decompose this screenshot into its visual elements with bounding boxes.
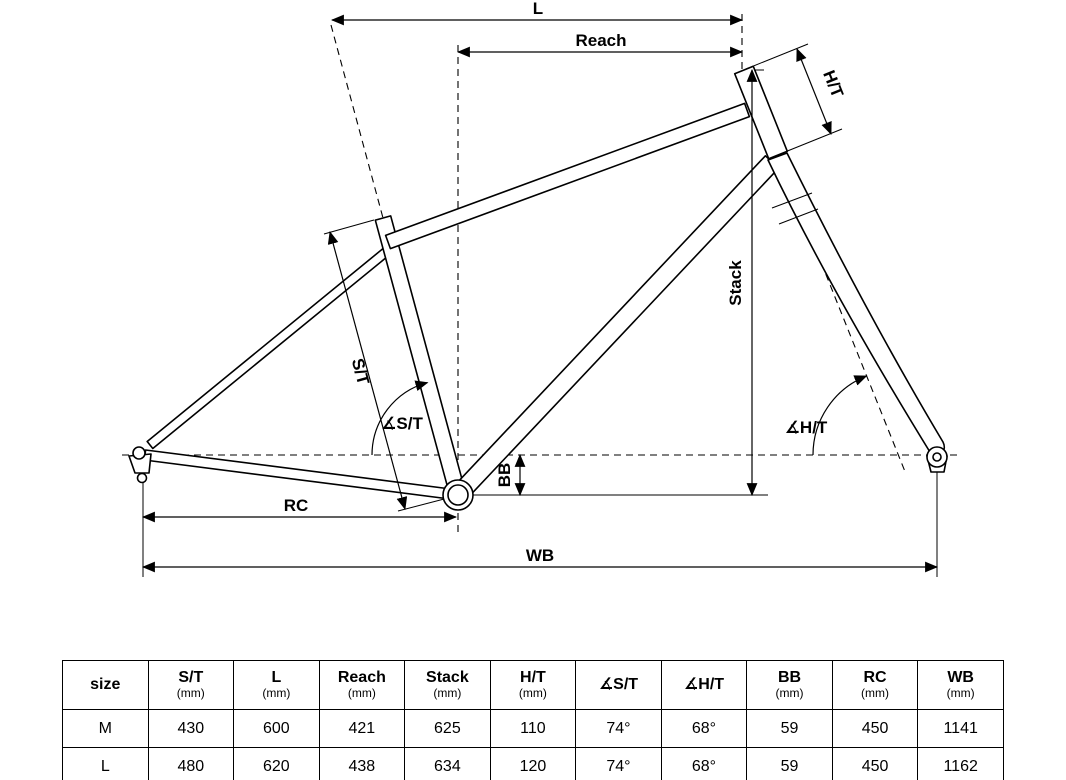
dimension-lines — [141, 14, 939, 573]
cell-rc: 450 — [831, 709, 919, 748]
fork-crown-line-2 — [778, 208, 819, 225]
dim-ht-line — [796, 47, 832, 136]
col-label: ∡S/T — [598, 675, 639, 693]
st-bottom-extension-line — [397, 497, 449, 512]
table-row-size-m: M 430 600 421 625 110 74° 68° 59 450 114… — [62, 709, 1004, 748]
col-label: BB — [777, 668, 802, 686]
cell-ht: 110 — [489, 709, 577, 748]
col-label: Stack — [426, 668, 469, 686]
cell-stack: 634 — [404, 747, 491, 780]
col-unit: (mm) — [262, 686, 291, 701]
col-label: L — [271, 668, 282, 686]
col-header-st: S/T(mm) — [147, 660, 235, 710]
label-stack: Stack — [726, 260, 745, 306]
label-bb: BB — [495, 463, 514, 488]
col-header-angle-ht: ∡H/T — [660, 660, 748, 710]
cell-l: 620 — [233, 747, 320, 780]
cell-angle-st: 74° — [575, 747, 662, 780]
bike-geometry-diagram: L Reach H/T Stack S/T ∡S/T BB RC WB ∡H/T — [122, 0, 958, 577]
label-rc: RC — [284, 496, 309, 515]
cell-rc: 450 — [831, 747, 919, 780]
fork-blade — [767, 152, 946, 459]
seat-tube-axis-dashed-line — [330, 24, 384, 219]
col-label: ∡H/T — [683, 675, 725, 693]
cell-ht: 120 — [489, 747, 577, 780]
seat-stay — [146, 242, 396, 450]
cell-reach: 438 — [318, 747, 406, 780]
cell-size: L — [62, 747, 149, 780]
label-st: S/T — [348, 356, 373, 387]
col-unit: (mm) — [775, 686, 804, 701]
top-tube — [384, 102, 751, 250]
col-label: RC — [863, 668, 887, 686]
col-unit: (mm) — [176, 686, 205, 701]
col-unit: (mm) — [946, 686, 975, 701]
st-top-extension-line — [323, 219, 375, 235]
ht-top-extension-line — [745, 43, 809, 70]
rear-dropout-axle — [132, 446, 146, 460]
label-angle-st: ∡S/T — [381, 414, 423, 433]
col-header-rc: RC(mm) — [831, 660, 919, 710]
col-unit: (mm) — [518, 686, 547, 701]
label-wb: WB — [526, 546, 554, 565]
col-label: WB — [947, 668, 974, 686]
geometry-table: size S/T(mm) L(mm) Reach(mm) Stack(mm) H… — [62, 660, 1004, 780]
col-header-ht: H/T(mm) — [489, 660, 577, 710]
cell-l: 600 — [233, 709, 320, 748]
col-header-size: size — [62, 660, 149, 710]
chain-stay — [143, 449, 460, 501]
front-axle-inner — [932, 452, 942, 462]
bike-frame — [128, 65, 948, 511]
seat-angle-arc — [371, 380, 429, 456]
table-row-size-l: L 480 620 438 634 120 74° 68° 59 450 116… — [62, 747, 1004, 780]
col-unit: (mm) — [433, 686, 462, 701]
cell-st: 480 — [147, 747, 235, 780]
cell-wb: 1141 — [917, 709, 1004, 748]
bb-shell-inner — [447, 484, 469, 506]
extension-lines — [142, 43, 938, 577]
label-l: L — [533, 0, 543, 18]
head-angle-arc — [812, 375, 868, 456]
cell-bb: 59 — [746, 747, 833, 780]
cell-angle-ht: 68° — [660, 709, 748, 748]
col-label: size — [90, 675, 121, 693]
col-header-l: L(mm) — [233, 660, 320, 710]
col-header-reach: Reach(mm) — [318, 660, 406, 710]
col-unit: (mm) — [347, 686, 376, 701]
label-reach: Reach — [575, 31, 626, 50]
col-unit: (mm) — [861, 686, 890, 701]
cell-stack: 625 — [404, 709, 491, 748]
cell-angle-st: 74° — [575, 709, 662, 748]
cell-bb: 59 — [746, 709, 833, 748]
cell-wb: 1162 — [917, 747, 1004, 780]
label-ht: H/T — [819, 68, 847, 101]
table-header-row: size S/T(mm) L(mm) Reach(mm) Stack(mm) H… — [62, 660, 1004, 710]
label-angle-ht: ∡H/T — [785, 418, 828, 437]
col-label: S/T — [178, 668, 204, 686]
col-header-stack: Stack(mm) — [404, 660, 491, 710]
col-label: Reach — [337, 668, 386, 686]
col-header-wb: WB(mm) — [917, 660, 1004, 710]
col-header-angle-st: ∡S/T — [575, 660, 662, 710]
col-label: H/T — [520, 668, 546, 686]
cell-reach: 421 — [318, 709, 406, 748]
dim-st-line — [327, 230, 408, 511]
ht-bottom-extension-line — [779, 128, 843, 155]
derailleur-pulley — [136, 472, 148, 484]
cell-st: 430 — [147, 709, 235, 748]
cell-size: M — [62, 709, 149, 748]
fork-crown-line-1 — [771, 192, 813, 209]
cell-angle-ht: 68° — [660, 747, 748, 780]
col-header-bb: BB(mm) — [746, 660, 833, 710]
